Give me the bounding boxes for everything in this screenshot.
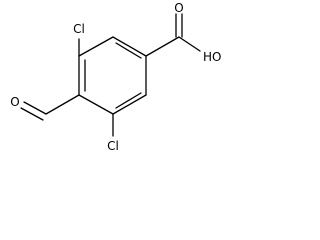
- aldehyde-carbonyl-double-bond: [20, 107, 44, 121]
- chlorine-substituents: Cl Cl: [73, 22, 119, 153]
- carboxylic-acid-group: O HO: [145, 1, 221, 64]
- acid-carbon-bond: [145, 36, 180, 57]
- chemical-structure: O HO Cl Cl O: [10, 1, 221, 153]
- aldehyde-carbon-bond: [45, 94, 80, 115]
- acid-hydroxyl-bond: [178, 36, 201, 52]
- ring-bond: [78, 94, 114, 115]
- ring-bond: [78, 36, 114, 57]
- ring-bond: [112, 36, 147, 57]
- bottom-chlorine-label: Cl: [107, 139, 119, 153]
- aldehyde-oxygen-label: O: [10, 95, 19, 109]
- top-chlorine-label: Cl: [73, 22, 85, 36]
- benzene-ring: [78, 36, 147, 115]
- acid-carbonyl-oxygen-label: O: [174, 1, 183, 15]
- acid-hydroxyl-label: HO: [203, 50, 221, 64]
- aldehyde-group: O: [10, 94, 80, 121]
- ring-bond: [112, 94, 147, 115]
- aldehyde-carbonyl-double-bond: [23, 101, 47, 115]
- ring-bond-inner: [115, 42, 142, 59]
- ring-bond-inner: [115, 92, 142, 109]
